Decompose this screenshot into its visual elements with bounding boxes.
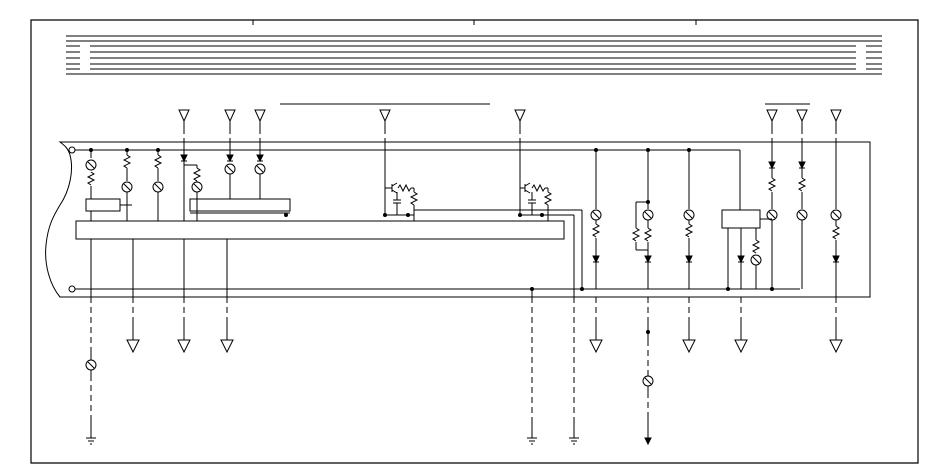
ground-icon bbox=[645, 438, 651, 444]
connector-bar bbox=[76, 221, 564, 239]
external-bulbs bbox=[86, 350, 653, 392]
module-box-center bbox=[190, 199, 290, 211]
resistor-icon bbox=[411, 192, 417, 205]
wire-breaks bbox=[184, 128, 836, 142]
top-connector bbox=[797, 110, 807, 121]
transistor-circuit-2 bbox=[519, 142, 575, 221]
resistor-icon bbox=[769, 178, 775, 191]
left-branches bbox=[86, 142, 288, 221]
resistor-icon bbox=[155, 155, 161, 168]
top-connector bbox=[179, 110, 189, 121]
resistor-icon bbox=[124, 155, 130, 168]
resistor-icon bbox=[545, 192, 551, 205]
top-connector bbox=[225, 110, 235, 121]
ground-icon bbox=[569, 438, 579, 444]
diode-icon bbox=[227, 155, 233, 161]
ground-terminals bbox=[86, 438, 651, 444]
bottom-connector bbox=[830, 340, 842, 352]
bottom-connector bbox=[683, 340, 695, 352]
lower-wires bbox=[91, 210, 582, 297]
diode-icon bbox=[181, 155, 187, 161]
bottom-rail-terminal bbox=[69, 286, 75, 292]
transistor-icon bbox=[392, 183, 397, 193]
resistor-icon bbox=[194, 168, 200, 181]
ground-icon bbox=[527, 438, 537, 444]
bottom-connectors bbox=[127, 340, 842, 352]
lower-wire-breaks bbox=[91, 297, 836, 418]
resistor-icon bbox=[88, 172, 94, 185]
module-box-right bbox=[722, 210, 760, 228]
resistor-icon bbox=[532, 185, 545, 191]
transistor-circuit-1 bbox=[384, 142, 583, 221]
resistor-icon bbox=[799, 178, 805, 191]
bottom-connector bbox=[590, 340, 602, 352]
diode-icon bbox=[769, 162, 775, 168]
top-connector bbox=[380, 110, 390, 121]
resistor-icon bbox=[686, 224, 692, 237]
top-connector bbox=[255, 110, 265, 121]
title-block bbox=[66, 36, 882, 74]
transistor-icon bbox=[525, 183, 530, 193]
diode-icon bbox=[257, 155, 263, 161]
diode-icon bbox=[833, 256, 839, 262]
bottom-connector bbox=[127, 340, 139, 352]
bottom-connector bbox=[735, 340, 747, 352]
resistor-icon bbox=[398, 185, 411, 191]
ground-icon bbox=[86, 438, 96, 444]
diode-icon bbox=[645, 256, 651, 262]
diode-icon bbox=[593, 256, 599, 262]
top-connector bbox=[515, 110, 525, 121]
module-box-left bbox=[86, 199, 120, 211]
right-branches bbox=[90, 142, 842, 297]
resistor-icon bbox=[753, 240, 759, 253]
resistor-icon bbox=[833, 226, 839, 239]
frame-tick-marks bbox=[253, 20, 696, 25]
resistor-icon bbox=[593, 224, 599, 237]
top-connector bbox=[767, 110, 777, 121]
bulb-icon bbox=[86, 160, 96, 170]
bottom-connector bbox=[221, 340, 233, 352]
top-connectors bbox=[179, 110, 841, 128]
lower-wire-solid bbox=[91, 320, 836, 438]
outer-frame bbox=[31, 20, 918, 463]
component-housing bbox=[46, 142, 870, 297]
top-rail-terminal bbox=[69, 147, 75, 153]
resistor-icon bbox=[645, 228, 651, 241]
diode-icon bbox=[799, 162, 805, 168]
top-connector bbox=[831, 110, 841, 121]
resistor-icon bbox=[633, 228, 639, 241]
diode-icon bbox=[686, 256, 692, 262]
bottom-connector bbox=[178, 340, 190, 352]
diode-icon bbox=[738, 256, 744, 262]
